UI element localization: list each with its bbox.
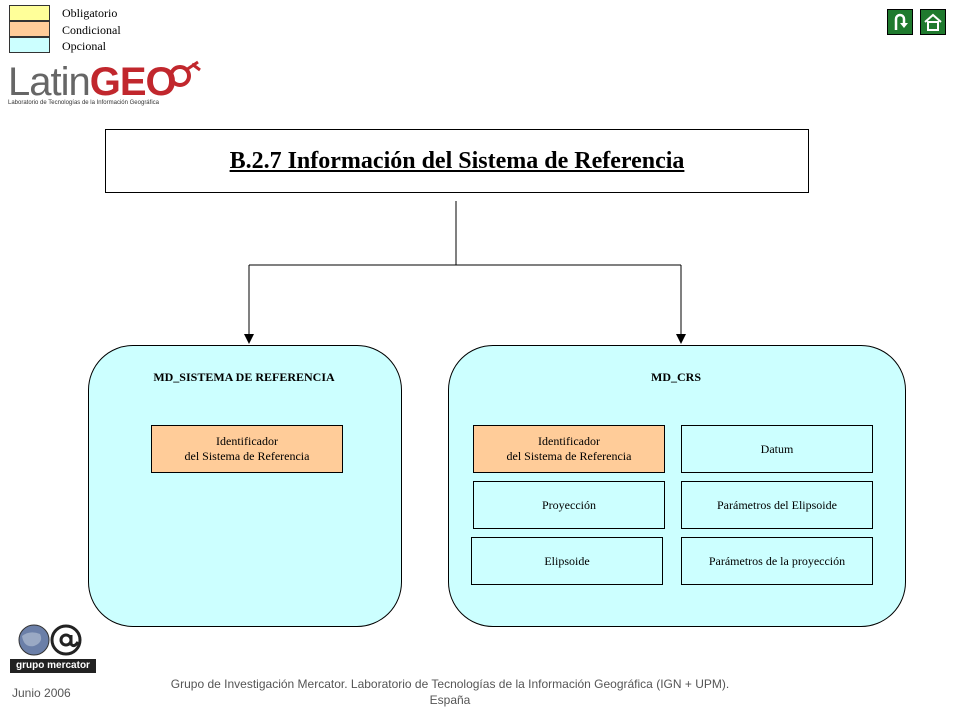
panel-title-md-crs: MD_CRS [651,370,701,384]
footer-credits-line1: Grupo de Investigación Mercator. Laborat… [170,677,730,691]
grupo-mercator-text: grupo mercator [10,659,96,673]
globe-at-icon [18,624,82,656]
field-parametros-proyeccion[interactable]: Parámetros de la proyección [681,537,873,585]
back-button[interactable] [887,9,913,35]
field-label-line2: del Sistema de Referencia [184,449,310,463]
logo-text-latin: Latin [8,60,91,104]
field-identificador-sistema-referencia-right[interactable]: Identificador del Sistema de Referencia [473,425,665,473]
field-datum[interactable]: Datum [681,425,873,473]
footer-date: Junio 2006 [12,686,71,700]
field-elipsoide[interactable]: Elipsoide [471,537,663,585]
footer-credits-line2: España [429,693,471,707]
field-label: Datum [760,441,794,456]
field-label-line2: del Sistema de Referencia [506,449,632,463]
legend-swatch-opcional [9,37,50,53]
field-proyeccion[interactable]: Proyección [473,481,665,529]
legend-swatch-condicional [9,21,50,37]
field-label: Parámetros del Elipsoide [717,497,837,512]
latingeo-logo: LatinGEO Laboratorio de Tecnologías de l… [8,60,203,112]
field-parametros-elipsoide[interactable]: Parámetros del Elipsoide [681,481,873,529]
panel-title-md-sistema-referencia: MD_SISTEMA DE REFERENCIA [153,370,335,384]
return-arrow-icon [894,13,908,30]
legend-swatch-obligatorio [9,5,50,21]
grupo-mercator-logo: grupo mercator [10,622,96,676]
field-label: Proyección [542,497,596,512]
field-label: Parámetros de la proyección [708,553,846,568]
home-button[interactable] [920,9,946,35]
field-label: Elipsoide [544,553,590,568]
legend-label-opcional: Opcional [62,39,106,53]
field-identificador-sistema-referencia-left[interactable]: Identificador del Sistema de Referencia [151,425,343,473]
field-label-line1: Identificador [216,434,278,448]
logo-subtitle: Laboratorio de Tecnologías de la Informa… [8,100,159,106]
home-icon [924,13,942,31]
panel-md-sistema-referencia [88,345,402,627]
page-title: B.2.7 Información del Sistema de Referen… [229,147,685,174]
title-box: B.2.7 Información del Sistema de Referen… [105,129,809,193]
logo-text-geo: GEO [89,60,177,104]
arrow-right [676,334,686,344]
field-label-line1: Identificador [538,434,600,448]
legend-label-condicional: Condicional [62,23,121,37]
logo-swirl-icon [169,60,201,87]
arrow-left [244,334,254,344]
legend-label-obligatorio: Obligatorio [62,6,118,20]
